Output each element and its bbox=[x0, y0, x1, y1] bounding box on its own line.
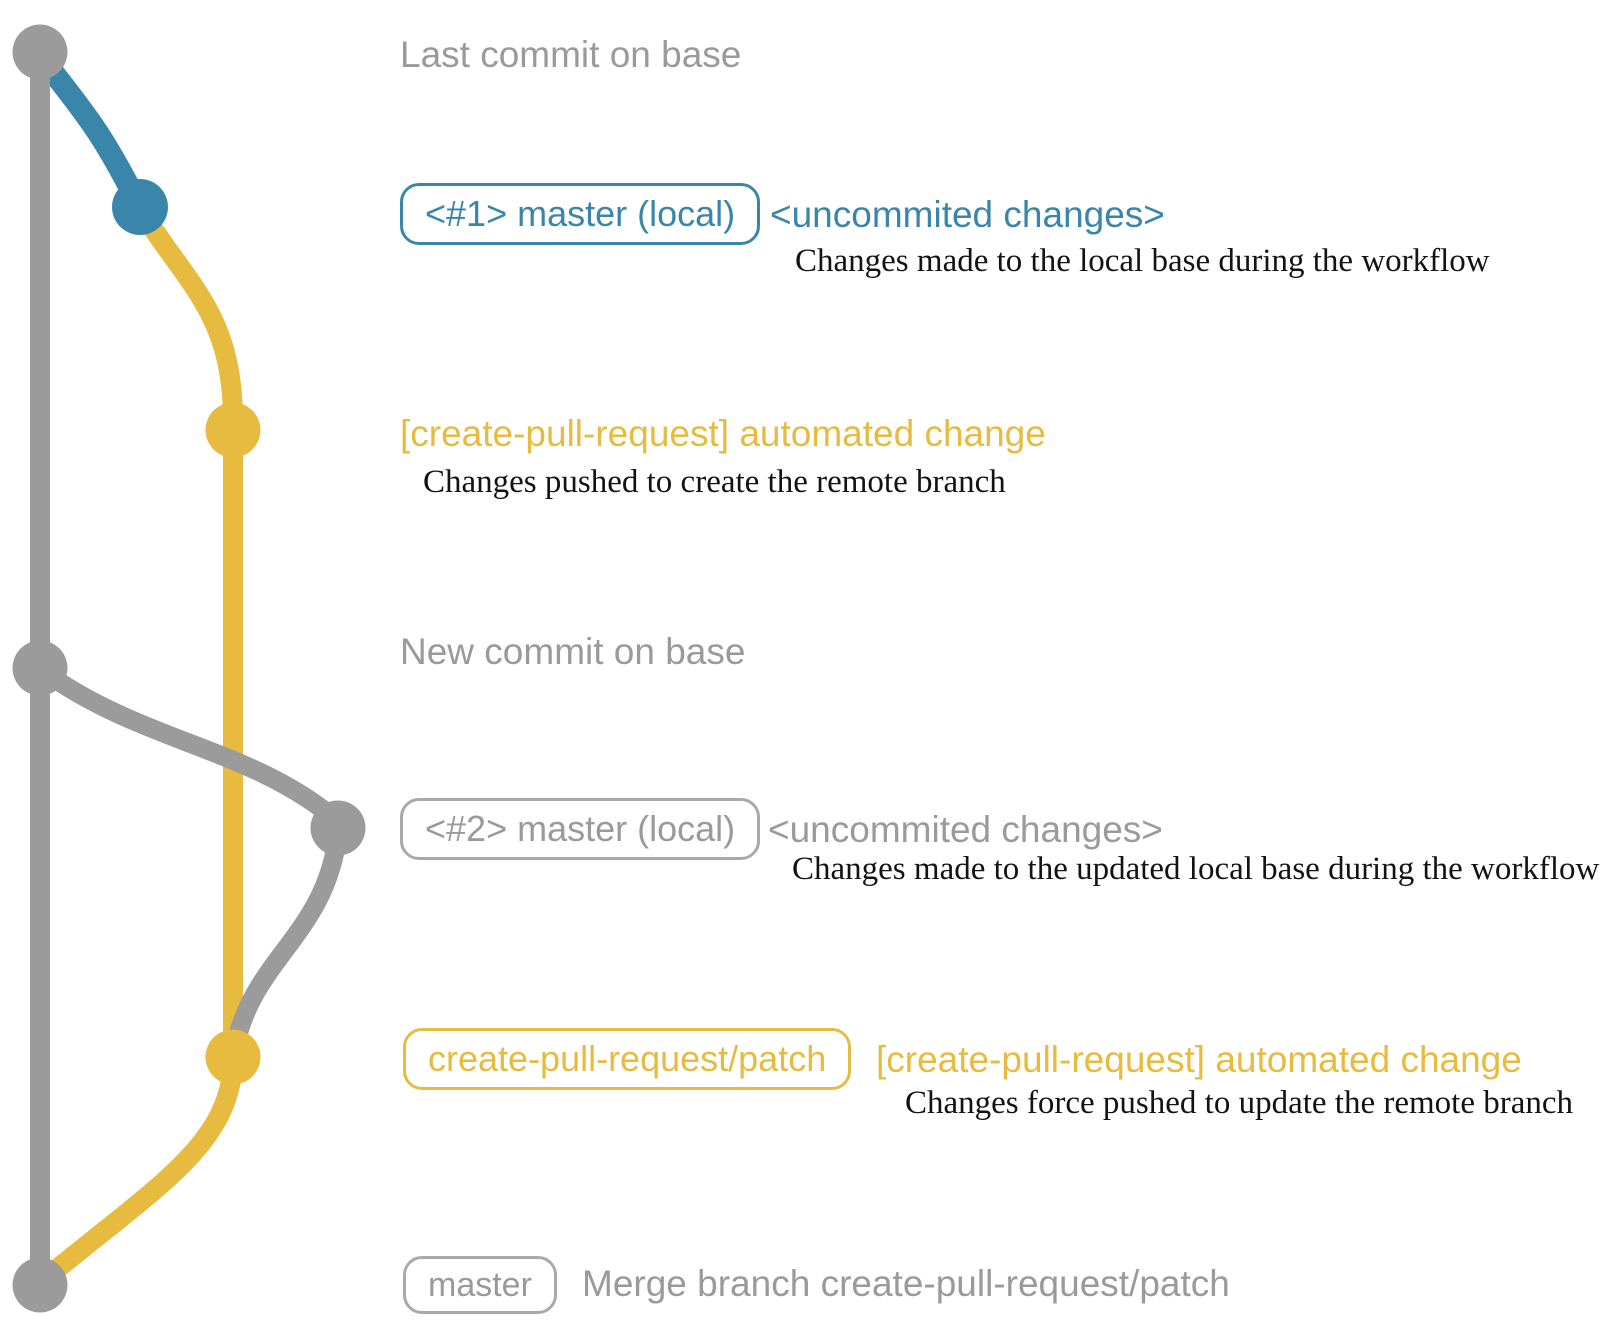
branch-badge-master: master bbox=[403, 1256, 557, 1314]
commit-dot-local-commit-1 bbox=[112, 179, 168, 235]
description-force-push-update-branch: Changes force pushed to update the remot… bbox=[905, 1085, 1574, 1121]
commit-dot-last-commit-on-base bbox=[12, 24, 68, 80]
branch-path-master-local-1 bbox=[29, 44, 147, 211]
note-new-commit-on-base: New commit on base bbox=[400, 631, 746, 672]
note-last-commit-on-base: Last commit on base bbox=[400, 34, 742, 75]
description-push-create-branch: Changes pushed to create the remote bran… bbox=[423, 464, 1006, 500]
commit-message-uncommited-changes-2: <uncommited changes> bbox=[768, 809, 1163, 850]
branch-path-master-local-2 bbox=[32, 660, 346, 830]
branch-badge-master-local-1: <#1> master (local) bbox=[400, 183, 761, 245]
commit-message-uncommited-changes-1: <uncommited changes> bbox=[770, 194, 1165, 235]
commit-dot-new-commit-on-base bbox=[12, 640, 68, 696]
commit-message-automated-change-2: [create-pull-request] automated change bbox=[876, 1039, 1522, 1080]
branch-badge-master-local-2: <#2> master (local) bbox=[400, 798, 761, 860]
commit-dot-patch-commit-1 bbox=[205, 402, 261, 458]
commit-message-merge-branch: Merge branch create-pull-request/patch bbox=[582, 1263, 1230, 1304]
branch-badge-create-pull-request-patch: create-pull-request/patch bbox=[403, 1028, 852, 1090]
commit-dot-local-commit-2 bbox=[310, 800, 366, 856]
branch-path-rebase-to-patch bbox=[225, 822, 348, 1058]
commit-dot-merge-commit bbox=[12, 1257, 68, 1313]
commit-message-automated-change-1: [create-pull-request] automated change bbox=[400, 413, 1046, 454]
description-local-changes-1: Changes made to the local base during th… bbox=[795, 243, 1490, 279]
branch-graph bbox=[12, 24, 366, 1313]
description-local-changes-2: Changes made to the updated local base d… bbox=[792, 851, 1600, 887]
commit-dot-patch-commit-2 bbox=[205, 1029, 261, 1085]
